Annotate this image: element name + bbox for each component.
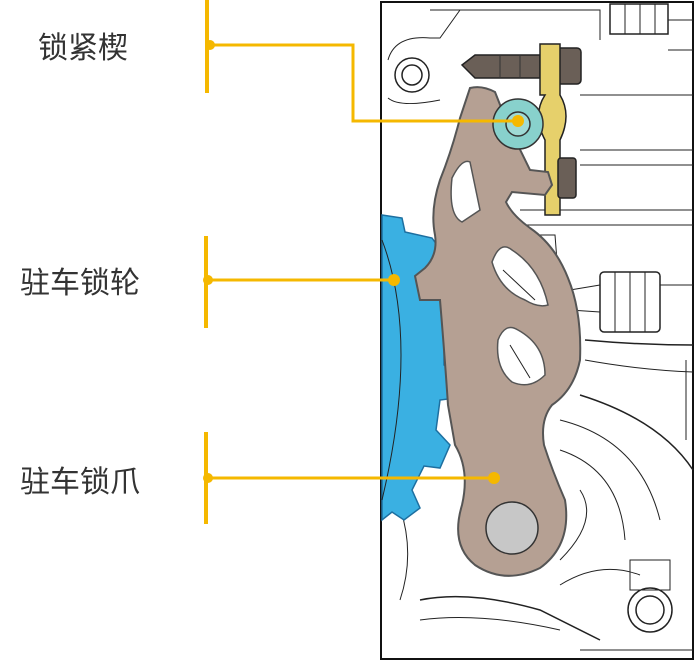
pawl-pivot-pin bbox=[485, 501, 539, 555]
parking-pawl bbox=[413, 86, 582, 577]
label-pawl: 驻车锁爪 bbox=[20, 465, 140, 500]
housing-outline bbox=[387, 3, 694, 651]
callout-wedge-leader bbox=[210, 43, 518, 123]
mechanism-panel bbox=[380, 1, 694, 660]
lower-bolt-head bbox=[557, 157, 577, 199]
callout-pawl: 驻车锁爪 bbox=[20, 432, 500, 524]
callout-wedge: 锁紧楔 bbox=[38, 0, 524, 127]
callout-pawl-dot-start bbox=[203, 473, 213, 483]
callout-gear-dot-end bbox=[388, 274, 400, 286]
label-wedge: 锁紧楔 bbox=[38, 31, 128, 66]
label-gear: 驻车锁轮 bbox=[20, 266, 140, 301]
pawl-cutout-middle bbox=[491, 246, 549, 307]
callouts: 锁紧楔 驻车锁轮 驻车锁爪 bbox=[20, 0, 524, 524]
wedge-bolt bbox=[460, 54, 541, 79]
callout-gear-dot-start bbox=[203, 275, 213, 285]
pawl-cutout-lower bbox=[496, 326, 546, 386]
callout-wedge-dot-start bbox=[205, 40, 215, 50]
pawl-cutout-top bbox=[450, 160, 481, 223]
callout-pawl-dot-end bbox=[488, 472, 500, 484]
callout-wedge-dot-end bbox=[512, 115, 524, 127]
callout-gear: 驻车锁轮 bbox=[20, 236, 400, 328]
